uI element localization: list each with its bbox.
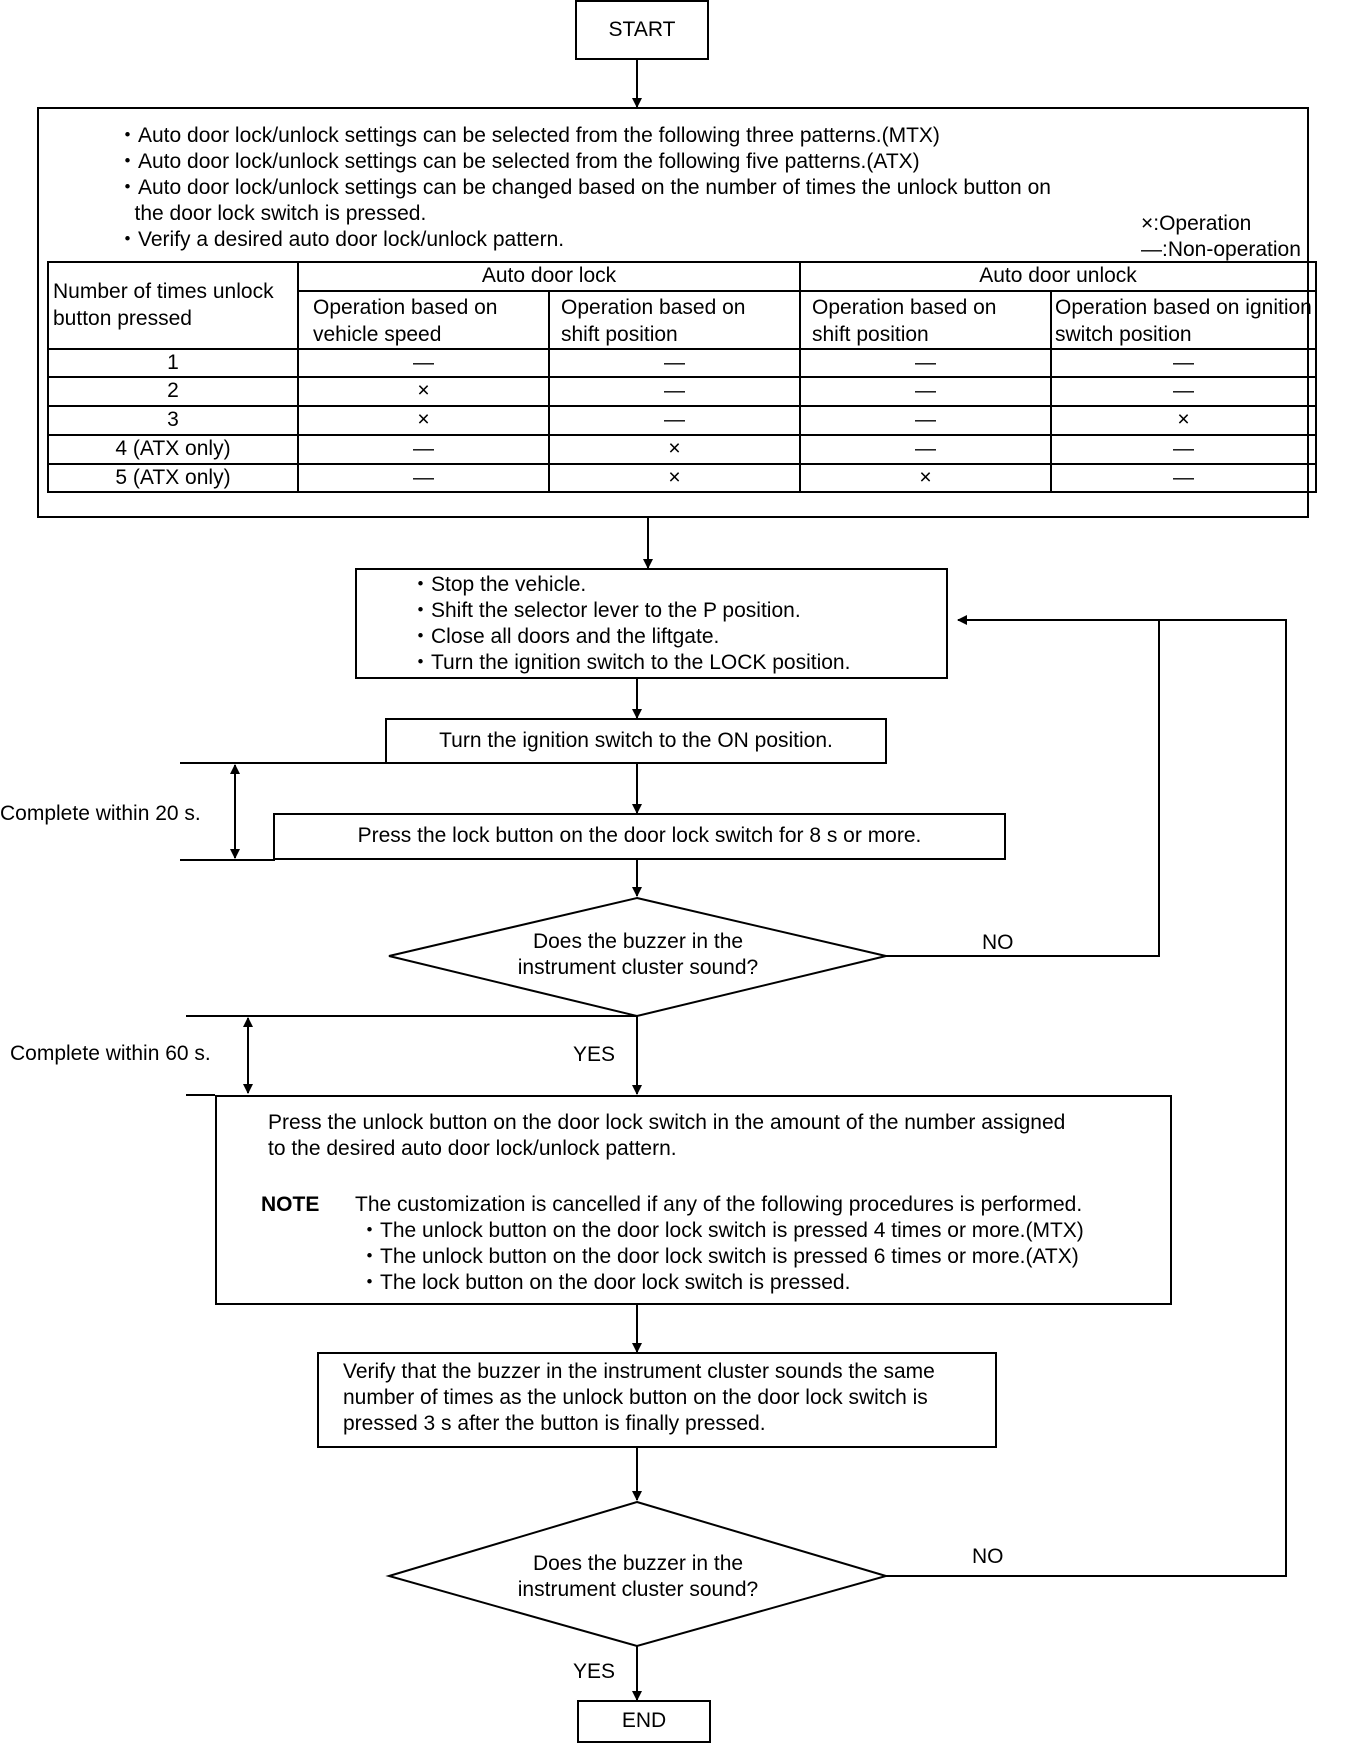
row-header: Number of times unlock button pressed [53,280,274,330]
intro-bullet: the door lock switch is pressed. [117,202,427,225]
cell-vehicle-speed: — [413,465,434,489]
note-label: NOTE [261,1193,320,1216]
cell-vehicle-speed: × [417,408,430,432]
group-auto-door-unlock: Auto door unlock [979,264,1137,288]
cell-vehicle-speed: — [413,437,434,461]
note-body: The customization is cancelled if any of… [355,1192,1084,1296]
start-label: START [608,17,676,41]
note-item: ・The unlock button on the door lock swit… [359,1245,1079,1268]
row-count: 3 [167,408,179,432]
cell-shift-unlock: — [915,408,936,432]
intro-bullet: ・Auto door lock/unlock settings can be s… [117,150,920,173]
table-row: 2 × — — — [47,377,1317,406]
intro-block: ・Auto door lock/unlock settings can be s… [37,107,1317,518]
cell-shift-lock: — [664,408,685,432]
decision-1: Does the buzzer in the instrument cluste… [440,925,836,985]
start-terminal: START [575,0,709,60]
row-count: 4 (ATX only) [115,437,231,461]
row-count: 1 [167,350,179,374]
cell-ignition: — [1173,379,1194,403]
cell-shift-unlock: — [915,437,936,461]
step-ignition-on-box: Turn the ignition switch to the ON posit… [385,718,887,764]
cell-ignition: — [1173,437,1194,461]
timing-20-label: Complete within 20 s. [0,802,201,825]
step-press-lock-box: Press the lock button on the door lock s… [273,813,1006,860]
cell-ignition: — [1173,350,1194,374]
end-terminal: END [577,1700,711,1743]
cell-ignition: × [1177,408,1190,432]
cell-vehicle-speed: — [413,350,434,374]
cell-shift-unlock: — [915,379,936,403]
table-row: 1 — — — — [47,349,1317,377]
pattern-table: Number of times unlock button pressed Au… [47,261,1317,493]
row-count: 2 [167,379,179,403]
intro-bullet: ・Auto door lock/unlock settings can be c… [117,176,1051,199]
step-prepare-item: ・Turn the ignition switch to the LOCK po… [410,651,851,674]
table-row: 3 × — — × [47,406,1317,435]
decision-2-shape [385,1500,890,1648]
legend-operation: ×:Operation [1141,212,1252,235]
decision-1-text: instrument cluster sound? [517,956,759,979]
step-prepare-list: ・Stop the vehicle. ・Shift the selector l… [410,572,850,676]
cell-shift-lock: — [664,379,685,403]
intro-bullet: ・Verify a desired auto door lock/unlock … [117,228,565,251]
cell-shift-lock: — [664,350,685,374]
arrow-decision1-no [886,615,1160,957]
note-item: ・The unlock button on the door lock swit… [359,1219,1084,1242]
table-row: 5 (ATX only) — × × — [47,464,1317,492]
cell-shift-lock: × [668,437,681,461]
legend-non-operation: —:Non-operation [1141,238,1301,261]
intro-bullets: ・Auto door lock/unlock settings can be s… [117,123,1051,253]
step-prepare-box: ・Stop the vehicle. ・Shift the selector l… [355,568,948,679]
table-row: 4 (ATX only) — × — — [47,435,1317,464]
decision-2-text: Does the buzzer in the [532,1551,744,1575]
step-ignition-on-text: Turn the ignition switch to the ON posit… [439,728,833,752]
cell-ignition: — [1173,465,1194,489]
step-prepare-item: ・Close all doors and the liftgate. [410,625,720,648]
note-item: ・The lock button on the door lock switch… [359,1271,851,1294]
decision-2-text: instrument cluster sound? [517,1578,759,1601]
cell-shift-unlock: — [915,350,936,374]
decision-1-yes-label: YES [573,1043,616,1066]
row-count: 5 (ATX only) [115,465,231,489]
decision-2: Does the buzzer in the instrument cluste… [440,1547,836,1607]
cell-shift-lock: × [668,465,681,489]
intro-bullet: ・Auto door lock/unlock settings can be s… [117,124,940,147]
step-prepare-item: ・Shift the selector lever to the P posit… [410,599,801,622]
step-prepare-item: ・Stop the vehicle. [410,573,587,596]
legend: ×:Operation —:Non-operation [1141,211,1301,263]
col-header-ignition: Operation based on ignition switch posit… [1055,296,1312,346]
col-header-shift-position-unlock: Operation based on shift position [812,296,997,346]
step-press-unlock-box: Press the unlock button on the door lock… [215,1095,1172,1305]
col-header-shift-position-lock: Operation based on shift position [561,296,746,346]
end-label: END [621,1709,667,1733]
decision-1-no-label: NO [982,931,1014,954]
arrow-decision2-no [886,619,1287,1577]
group-auto-door-lock: Auto door lock [481,264,617,288]
step-verify-box: Verify that the buzzer in the instrument… [317,1352,997,1448]
step-verify-text: Verify that the buzzer in the instrument… [343,1360,935,1435]
cell-shift-unlock: × [919,465,932,489]
cell-vehicle-speed: × [417,379,430,403]
decision-2-yes-label: YES [573,1660,616,1683]
table-grid [47,261,1317,493]
timing-60-label: Complete within 60 s. [10,1042,211,1065]
col-header-vehicle-speed: Operation based on vehicle speed [313,296,498,346]
step-press-lock-text: Press the lock button on the door lock s… [357,824,922,848]
decision-2-no-label: NO [972,1545,1004,1568]
step-press-unlock-text: Press the unlock button on the door lock… [268,1111,1066,1160]
note-text: The customization is cancelled if any of… [355,1193,1083,1216]
decision-1-text: Does the buzzer in the [532,929,744,953]
